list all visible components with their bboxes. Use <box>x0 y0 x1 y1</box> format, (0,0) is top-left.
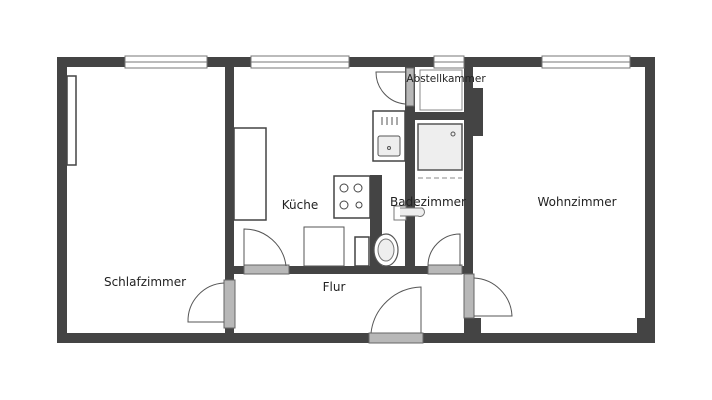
wall-bath-living <box>464 57 473 343</box>
room-label-abstellkammer: Abstellkammer <box>406 73 486 85</box>
wall-store-bath <box>405 112 473 120</box>
wall-hall-top <box>225 266 473 274</box>
door-entrance <box>368 332 424 344</box>
wall-top <box>57 57 655 67</box>
storage-shelf <box>419 69 463 111</box>
room-label-kueche: Küche <box>281 198 319 212</box>
wall-right <box>645 57 655 343</box>
door-bedroom <box>223 279 236 329</box>
kitchen-counter <box>233 127 267 221</box>
wall-left <box>57 57 67 343</box>
door-kitchen <box>243 264 290 275</box>
door-swing-kitchen <box>243 228 287 267</box>
shower-icon <box>417 123 463 179</box>
room-label-badezimmer: Badezimmer <box>390 195 466 209</box>
door-swing-bath <box>427 233 461 267</box>
door-swing-entrance <box>370 286 422 334</box>
corner-stub-2 <box>473 318 481 333</box>
wall-bottom <box>57 333 655 343</box>
washbasin-icon <box>393 205 425 221</box>
corner-stub <box>637 318 645 333</box>
sink-icon <box>372 110 406 162</box>
stove-icon <box>333 175 371 219</box>
door-swing-living <box>473 277 513 317</box>
door-living <box>463 273 475 319</box>
door-swing-storage <box>375 71 406 105</box>
door-swing-bedroom <box>187 282 225 323</box>
niche-cabinet <box>354 236 370 267</box>
room-label-schlafzimmer: Schlafzimmer <box>103 275 187 289</box>
wall-stub-right <box>473 88 483 136</box>
toilet-icon <box>373 233 399 267</box>
door-storage <box>405 67 415 107</box>
door-bath <box>427 264 463 275</box>
fridge-icon <box>303 226 345 267</box>
room-label-wohnzimmer: Wohnzimmer <box>537 195 617 209</box>
wall-bedroom-kitchen <box>225 57 234 343</box>
room-label-flur: Flur <box>322 280 346 294</box>
wall-core <box>405 57 415 267</box>
wardrobe-bedroom <box>66 75 77 166</box>
